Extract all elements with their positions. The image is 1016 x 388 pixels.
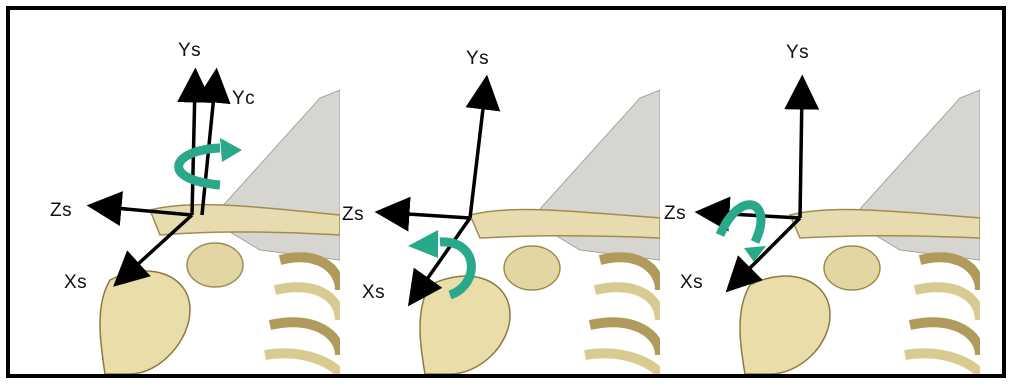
- rotation-arrow-icon: [179, 138, 242, 185]
- panel-right: Ys Zs Xs: [660, 10, 980, 374]
- figure-frame: Ys Yc Zs Xs: [6, 6, 1006, 378]
- axis-label-ys: Ys: [178, 40, 201, 62]
- axis-label-zs: Zs: [664, 203, 686, 225]
- axis-label-ys: Ys: [786, 42, 809, 64]
- axis-label-xs: Xs: [680, 272, 703, 294]
- axis-label-yc: Yc: [232, 88, 255, 110]
- axis-label-zs: Zs: [50, 200, 72, 222]
- axis-label-xs: Xs: [362, 282, 385, 304]
- axis-label-zs: Zs: [342, 204, 364, 226]
- shoulder-illustration-middle: [340, 10, 660, 374]
- humerus-head: [100, 271, 190, 374]
- axis-label-xs: Xs: [64, 272, 87, 294]
- panel-left: Ys Yc Zs Xs: [20, 10, 340, 374]
- shoulder-illustration-right: [660, 10, 980, 374]
- shoulder-illustration-left: [20, 10, 340, 374]
- axis-label-ys: Ys: [466, 48, 489, 70]
- panel-middle: Ys Zs Xs: [340, 10, 660, 374]
